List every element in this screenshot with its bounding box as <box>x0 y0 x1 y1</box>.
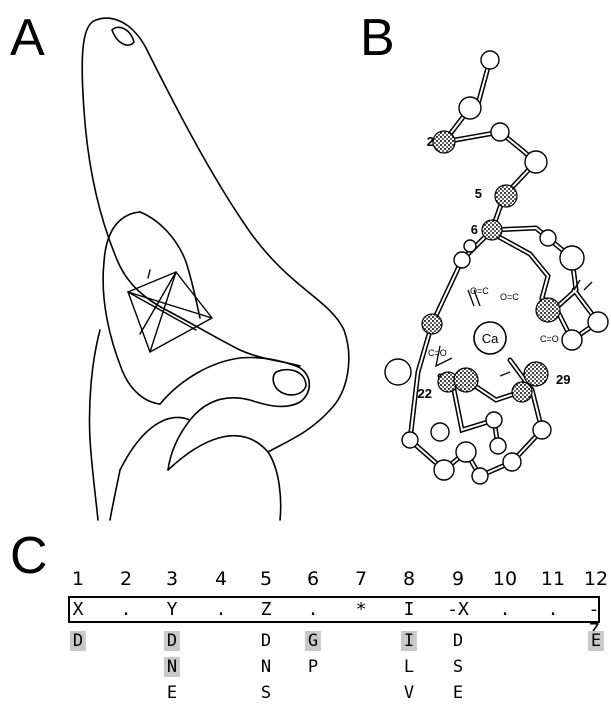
motif-position-9: 9 <box>452 568 464 590</box>
motif-position-7: 7 <box>355 568 367 590</box>
sidechain-label-d: C=O <box>428 348 447 358</box>
residue-pos12-E: E <box>588 631 604 651</box>
residue-pos3-D: D <box>164 631 180 651</box>
residue-pos9-E: E <box>450 683 466 703</box>
motif-position-3: 3 <box>166 568 178 590</box>
motif-position-12: 12 <box>584 568 608 590</box>
residue-pos8-V: V <box>401 683 417 703</box>
motif-symbol-3: Y <box>167 599 178 620</box>
motif-position-11: 11 <box>541 568 565 590</box>
octahedron-crystal <box>128 270 212 352</box>
residue-label-5: 5 <box>475 186 482 201</box>
hand-drawing <box>82 18 349 520</box>
motif-symbol-4: . <box>216 599 227 620</box>
residue-pos3-N: N <box>164 657 180 677</box>
residue-pos1-D: D <box>70 631 86 651</box>
calcium-label: Ca <box>482 331 499 346</box>
motif-position-5: 5 <box>260 568 272 590</box>
residue-pos8-I: I <box>401 631 417 651</box>
motif-position-4: 4 <box>215 568 227 590</box>
motif-symbol-1: X <box>73 599 84 620</box>
motif-position-2: 2 <box>120 568 132 590</box>
calcium-loop-structure: 2 5 6 22 29 Ca O=C O=C C=O C=O <box>385 51 608 484</box>
residue-label-29: 29 <box>556 372 570 387</box>
residue-pos5-N: N <box>258 657 274 677</box>
residue-pos5-D: D <box>258 631 274 651</box>
motif-consensus-box <box>68 596 600 623</box>
motif-symbol-5: Z <box>261 599 272 620</box>
motif-symbol-9: -X <box>447 599 469 620</box>
residue-label-22: 22 <box>418 386 432 401</box>
motif-symbol-8: I <box>404 599 415 620</box>
motif-symbol-6: . <box>308 599 319 620</box>
motif-position-6: 6 <box>307 568 319 590</box>
sidechain-label-b: O=C <box>500 292 519 302</box>
sidechain-label-c: C=O <box>540 334 559 344</box>
motif-symbol-7: * <box>356 599 367 620</box>
figure-drawings: 2 5 6 22 29 Ca O=C O=C C=O C=O <box>0 0 611 530</box>
motif-position-10: 10 <box>493 568 517 590</box>
residue-pos6-G: G <box>305 631 321 651</box>
residue-pos3-E: E <box>164 683 180 703</box>
residue-pos5-S: S <box>258 683 274 703</box>
motif-symbol-2: . <box>121 599 132 620</box>
motif-symbol-10: . <box>500 599 511 620</box>
residue-pos9-S: S <box>450 657 466 677</box>
panel-label-c: C <box>10 530 48 582</box>
motif-symbol-11: . <box>548 599 559 620</box>
sidechain-label-a: O=C <box>470 286 489 296</box>
motif-position-8: 8 <box>403 568 415 590</box>
residue-pos9-D: D <box>450 631 466 651</box>
residue-pos8-L: L <box>401 657 417 677</box>
residue-pos6-P: P <box>305 657 321 677</box>
motif-position-1: 1 <box>72 568 84 590</box>
residue-label-6: 6 <box>471 222 478 237</box>
residue-label-2: 2 <box>427 134 434 149</box>
